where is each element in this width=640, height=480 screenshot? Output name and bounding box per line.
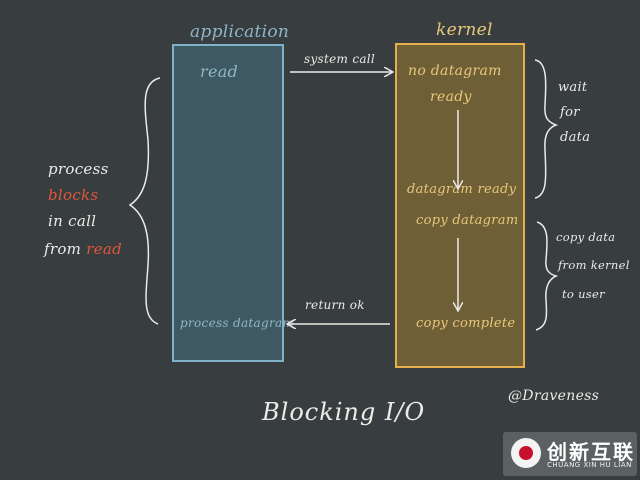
application-read-label: read [200, 62, 239, 81]
copy-note-line-1: copy data [556, 230, 616, 244]
kernel-box [395, 43, 525, 368]
left-brace [128, 77, 161, 325]
watermark-chinese: 创新互联 [547, 440, 635, 464]
process-datagram-label: process datagram [180, 316, 295, 330]
application-title: application [190, 22, 290, 42]
wait-note-line-3: data [560, 130, 591, 145]
watermark-english: CHUANG XIN HU LIAN [547, 461, 632, 469]
system-call-label: system call [304, 52, 376, 66]
return-ok-label: return ok [305, 298, 365, 312]
watermark: 创新互联 CHUANG XIN HU LIAN [503, 432, 637, 476]
signature: @Draveness [508, 388, 600, 404]
copy-note-line-2: from kernel [558, 258, 630, 272]
application-box [172, 44, 284, 362]
no-datagram-ready-label: ready [430, 89, 472, 105]
diagram-title: Blocking I/O [262, 398, 426, 426]
wait-note-line-1: wait [558, 80, 588, 95]
left-note-line-3: in call [48, 212, 97, 230]
left-note-line-4: from read [44, 240, 122, 258]
copy-brace [535, 221, 559, 331]
kernel-title: kernel [436, 20, 493, 40]
copy-complete-label: copy complete [416, 316, 516, 331]
left-note-read: read [86, 240, 123, 258]
left-note-from: from [44, 240, 82, 258]
copy-datagram-label: copy datagram [416, 213, 519, 228]
wait-note-line-2: for [560, 105, 580, 120]
watermark-logo-icon [511, 438, 541, 468]
wait-brace [534, 59, 559, 199]
left-note-line-2: blocks [48, 186, 99, 204]
copy-note-line-3: to user [562, 287, 605, 301]
no-datagram-label: no datagram [408, 63, 502, 79]
left-note-line-1: process [48, 160, 109, 178]
